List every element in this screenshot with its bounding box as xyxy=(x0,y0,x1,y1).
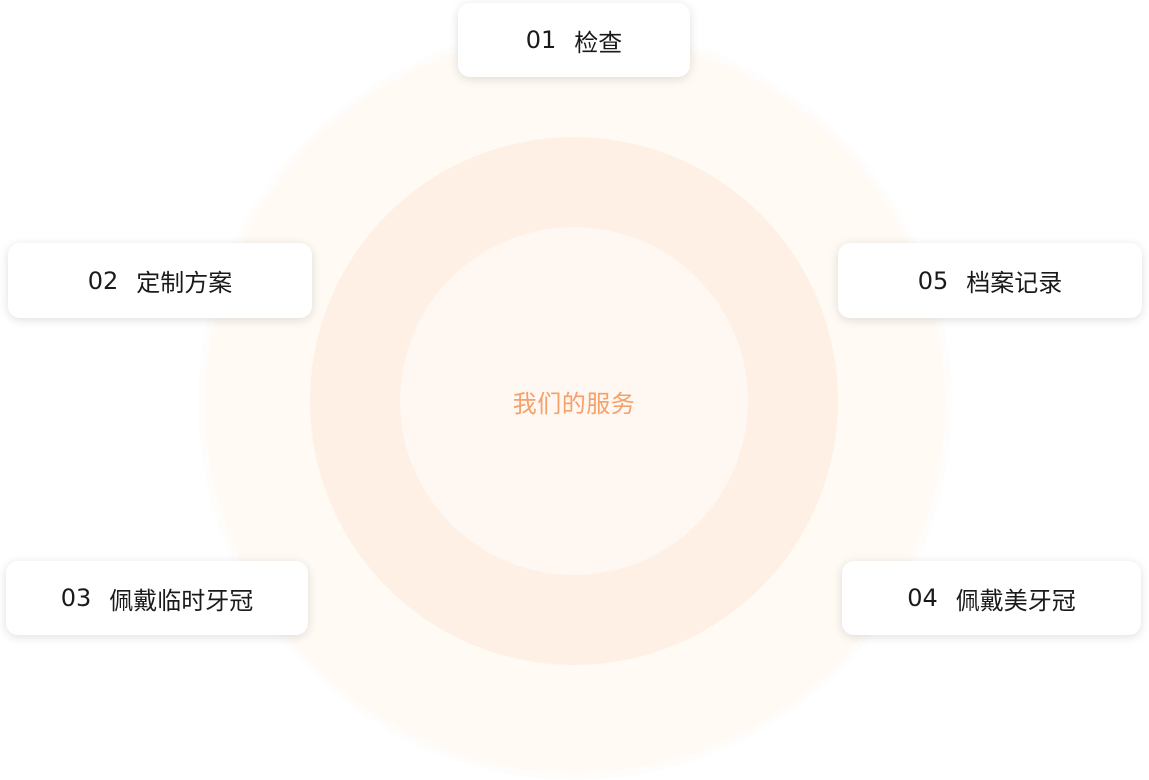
step-card-custom-plan[interactable]: 02 定制方案 xyxy=(8,243,312,318)
step-label: 佩戴临时牙冠 xyxy=(109,586,254,615)
step-label: 检查 xyxy=(574,28,623,57)
step-card-temporary-crown[interactable]: 03 佩戴临时牙冠 xyxy=(6,561,308,635)
step-number: 05 xyxy=(917,266,949,295)
step-label: 定制方案 xyxy=(136,269,233,297)
step-number: 03 xyxy=(60,584,92,612)
step-label: 档案记录 xyxy=(966,269,1063,297)
step-card-final-crown[interactable]: 04 佩戴美牙冠 xyxy=(842,561,1141,635)
step-label: 佩戴美牙冠 xyxy=(955,586,1076,615)
step-number: 02 xyxy=(87,266,119,295)
step-card-records[interactable]: 05 档案记录 xyxy=(838,243,1142,318)
center-title: 我们的服务 xyxy=(512,389,636,418)
step-number: 04 xyxy=(907,584,938,612)
step-number: 01 xyxy=(525,26,557,54)
step-card-inspection[interactable]: 01 检查 xyxy=(458,3,690,77)
inner-ring xyxy=(400,227,748,575)
